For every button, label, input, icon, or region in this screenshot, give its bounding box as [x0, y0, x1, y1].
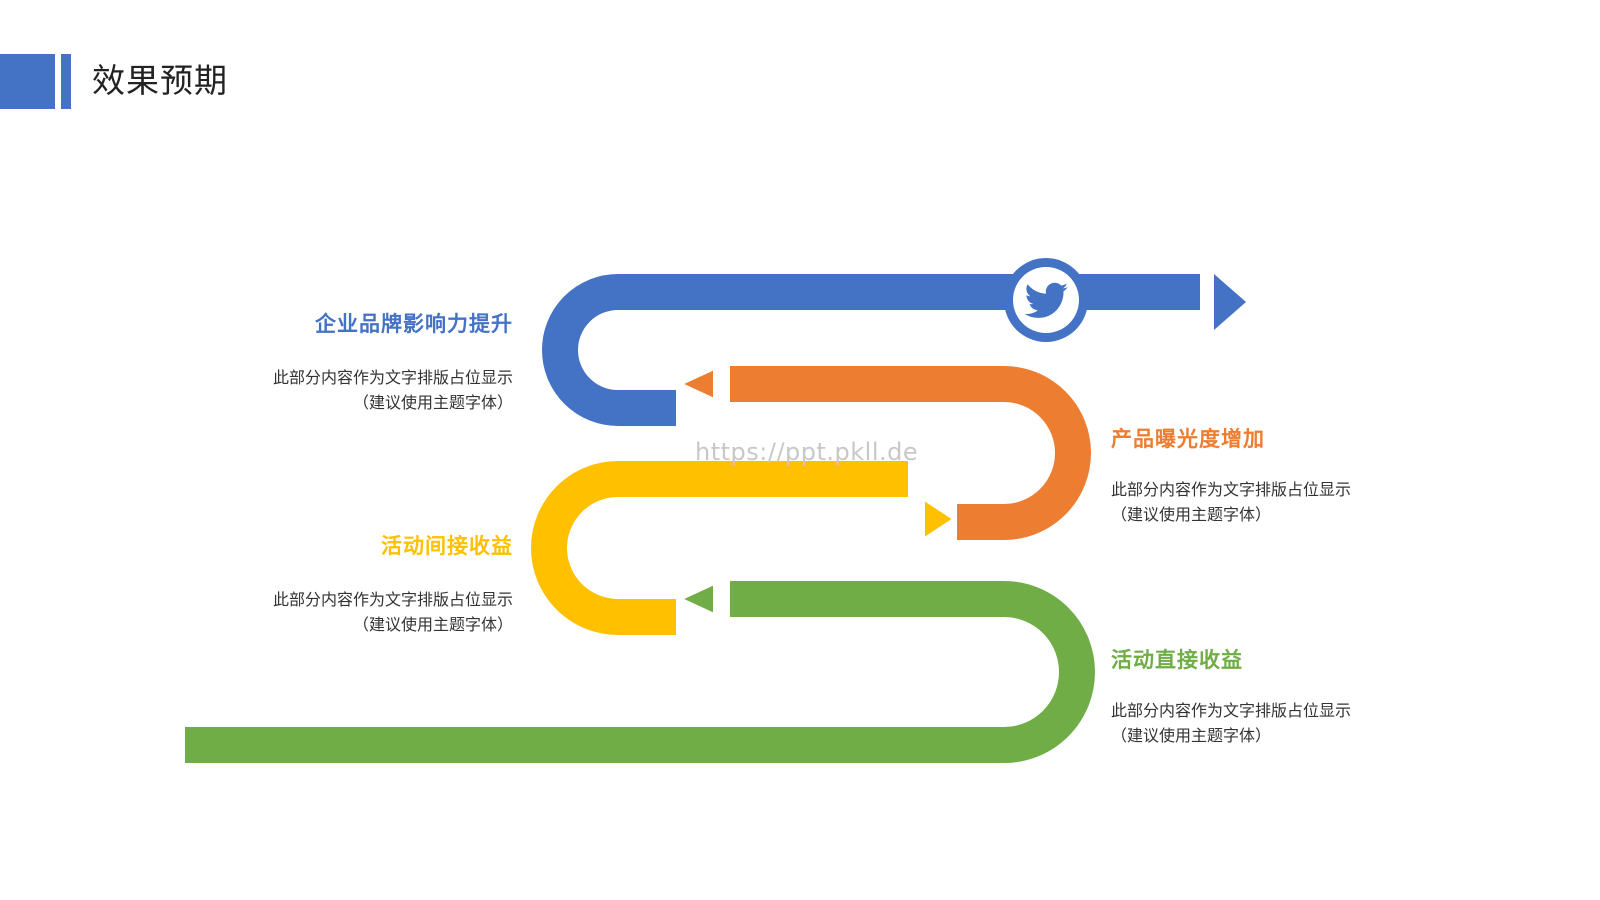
title-accent-bar — [61, 54, 71, 109]
desc-line: （建议使用主题字体） — [1111, 505, 1272, 524]
road-segment-green — [185, 581, 1095, 763]
desc-line: 此部分内容作为文字排版占位显示 — [272, 368, 513, 387]
road-segment-blue — [542, 274, 1200, 426]
title-accent-block — [0, 54, 55, 109]
orange-arrow-head — [669, 361, 719, 407]
step-heading-brand: 企业品牌影响力提升 — [315, 312, 513, 336]
step-desc-exposure: 此部分内容作为文字排版占位显示 （建议使用主题字体） — [1111, 477, 1351, 527]
page-title: 效果预期 — [92, 61, 228, 100]
road-segment-yellow — [531, 461, 908, 635]
step-heading-direct-revenue: 活动直接收益 — [1111, 648, 1243, 672]
desc-line: 此部分内容作为文字排版占位显示 — [1111, 480, 1352, 499]
desc-line: 此部分内容作为文字排版占位显示 — [272, 590, 513, 609]
blue-arrow-head — [1214, 274, 1246, 330]
desc-line: （建议使用主题字体） — [1111, 726, 1272, 745]
watermark-text: https://ppt.pkll.de — [695, 438, 918, 466]
desc-line: （建议使用主题字体） — [352, 393, 513, 412]
yellow-arrow-head — [919, 490, 963, 548]
step-desc-brand: 此部分内容作为文字排版占位显示 （建议使用主题字体） — [273, 365, 513, 415]
desc-line: （建议使用主题字体） — [352, 615, 513, 634]
twitter-bird-icon — [1004, 258, 1088, 342]
step-heading-exposure: 产品曝光度增加 — [1111, 427, 1265, 451]
green-arrow-head — [669, 576, 719, 622]
desc-line: 此部分内容作为文字排版占位显示 — [1111, 701, 1352, 720]
step-heading-indirect-revenue: 活动间接收益 — [381, 534, 513, 558]
step-desc-direct-revenue: 此部分内容作为文字排版占位显示 （建议使用主题字体） — [1111, 698, 1351, 748]
step-desc-indirect-revenue: 此部分内容作为文字排版占位显示 （建议使用主题字体） — [273, 587, 513, 637]
road-segment-orange — [730, 366, 1091, 540]
